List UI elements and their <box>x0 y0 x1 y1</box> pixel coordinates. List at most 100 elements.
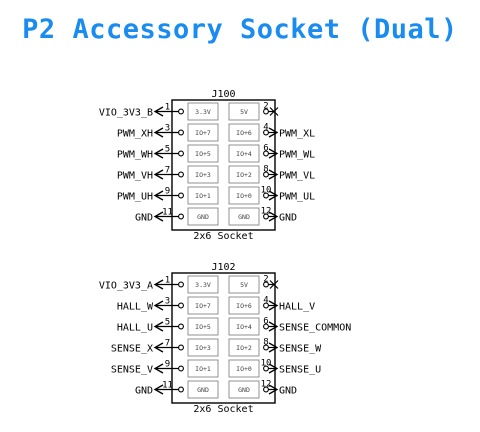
port-arrow <box>268 127 279 138</box>
pin-circle <box>178 213 184 220</box>
pin-cell <box>228 359 260 378</box>
port-arrow <box>268 384 279 395</box>
pin-number: 1 <box>165 276 170 286</box>
net-label: SENSE_COMMON <box>279 323 351 334</box>
pin-circle <box>178 365 184 372</box>
connector-body <box>171 272 276 404</box>
pin-cell <box>228 102 260 121</box>
pin-function-label: 3.3V <box>195 108 211 116</box>
pin-function-label: IO+0 <box>236 192 252 200</box>
net-label: PWM_VH <box>117 171 153 182</box>
pin-function-label: 5V <box>240 281 248 289</box>
no-connect-mark <box>269 280 279 289</box>
pin-number: 2 <box>263 102 268 112</box>
pin-number: 6 <box>263 144 268 154</box>
pin-function-label: 5V <box>240 108 248 116</box>
net-label: GND <box>279 213 297 224</box>
pin-cell <box>187 123 219 142</box>
pin-number: 4 <box>263 296 268 306</box>
net-label: HALL_U <box>117 323 153 334</box>
pin-circle <box>178 302 184 309</box>
port-arrow <box>268 169 279 180</box>
pin-function-label: IO+7 <box>195 129 211 137</box>
port-arrow <box>153 321 164 332</box>
pin-number: 3 <box>165 124 170 134</box>
pin-function-label: IO+2 <box>236 344 252 352</box>
pin-number: 8 <box>263 165 268 175</box>
net-label: PWM_XH <box>117 129 153 140</box>
port-arrow <box>153 211 164 222</box>
pin-cell <box>187 359 219 378</box>
pin-number: 7 <box>165 339 170 349</box>
pin-circle <box>178 171 184 178</box>
pin-cell <box>187 165 219 184</box>
pin-cell <box>187 207 219 226</box>
pin-cell <box>228 165 260 184</box>
pin-circle <box>178 108 184 115</box>
pin-cell <box>187 186 219 205</box>
port-arrow <box>153 169 164 180</box>
pin-cell <box>187 317 219 336</box>
connector-body <box>171 99 276 231</box>
pin-function-label: IO+6 <box>236 302 252 310</box>
net-label: GND <box>279 386 297 397</box>
no-connect-mark <box>269 107 279 116</box>
pin-circle <box>178 129 184 136</box>
pin-number: 9 <box>165 187 170 197</box>
port-arrow <box>268 211 279 222</box>
net-label: SENSE_W <box>279 344 322 355</box>
pin-cell <box>228 338 260 357</box>
pin-cell <box>228 275 260 294</box>
pin-number: 5 <box>165 318 170 328</box>
pin-number: 10 <box>261 186 272 196</box>
pin-cell <box>187 102 219 121</box>
pin-number: 3 <box>165 297 170 307</box>
net-label: VIO_3V3_B <box>99 108 153 119</box>
pin-function-label: IO+3 <box>195 344 211 352</box>
pin-cell <box>187 338 219 357</box>
port-arrow <box>268 342 279 353</box>
pin-number: 9 <box>165 360 170 370</box>
net-label: GND <box>135 386 153 397</box>
pin-cell <box>187 296 219 315</box>
pin-circle <box>178 281 184 288</box>
pin-cell <box>228 144 260 163</box>
port-arrow <box>153 279 164 290</box>
port-arrow <box>268 190 279 201</box>
pin-number: 11 <box>162 208 173 218</box>
port-arrow <box>153 106 164 117</box>
pin-cell <box>228 207 260 226</box>
pin-function-label: IO+7 <box>195 302 211 310</box>
connector-footer: 2x6 Socket <box>193 404 253 415</box>
net-label: PWM_UL <box>279 192 315 203</box>
pin-function-label: 3.3V <box>195 281 211 289</box>
net-label: PWM_XL <box>279 129 315 140</box>
pin-number: 11 <box>162 381 173 391</box>
net-label: PWM_UH <box>117 192 153 203</box>
pin-function-label: IO+5 <box>195 323 211 331</box>
pin-number: 12 <box>261 380 272 390</box>
pin-circle <box>178 386 184 393</box>
pin-function-label: IO+3 <box>195 171 211 179</box>
pin-number: 4 <box>263 123 268 133</box>
pin-number: 12 <box>261 207 272 217</box>
port-arrow <box>153 342 164 353</box>
pin-number: 6 <box>263 317 268 327</box>
pin-cell <box>228 380 260 399</box>
pin-cell <box>228 186 260 205</box>
pin-function-label: GND <box>238 386 250 394</box>
pin-function-label: IO+4 <box>236 323 252 331</box>
net-label: PWM_WL <box>279 150 315 161</box>
connector-ref: J100 <box>211 89 235 100</box>
port-arrow <box>268 148 279 159</box>
pin-number: 5 <box>165 145 170 155</box>
pin-function-label: GND <box>238 213 250 221</box>
net-label: SENSE_U <box>279 365 321 376</box>
port-arrow <box>153 300 164 311</box>
net-label: HALL_V <box>279 302 315 313</box>
pin-function-label: IO+2 <box>236 171 252 179</box>
net-label: SENSE_X <box>111 344 153 355</box>
pin-function-label: IO+4 <box>236 150 252 158</box>
pin-cell <box>228 123 260 142</box>
